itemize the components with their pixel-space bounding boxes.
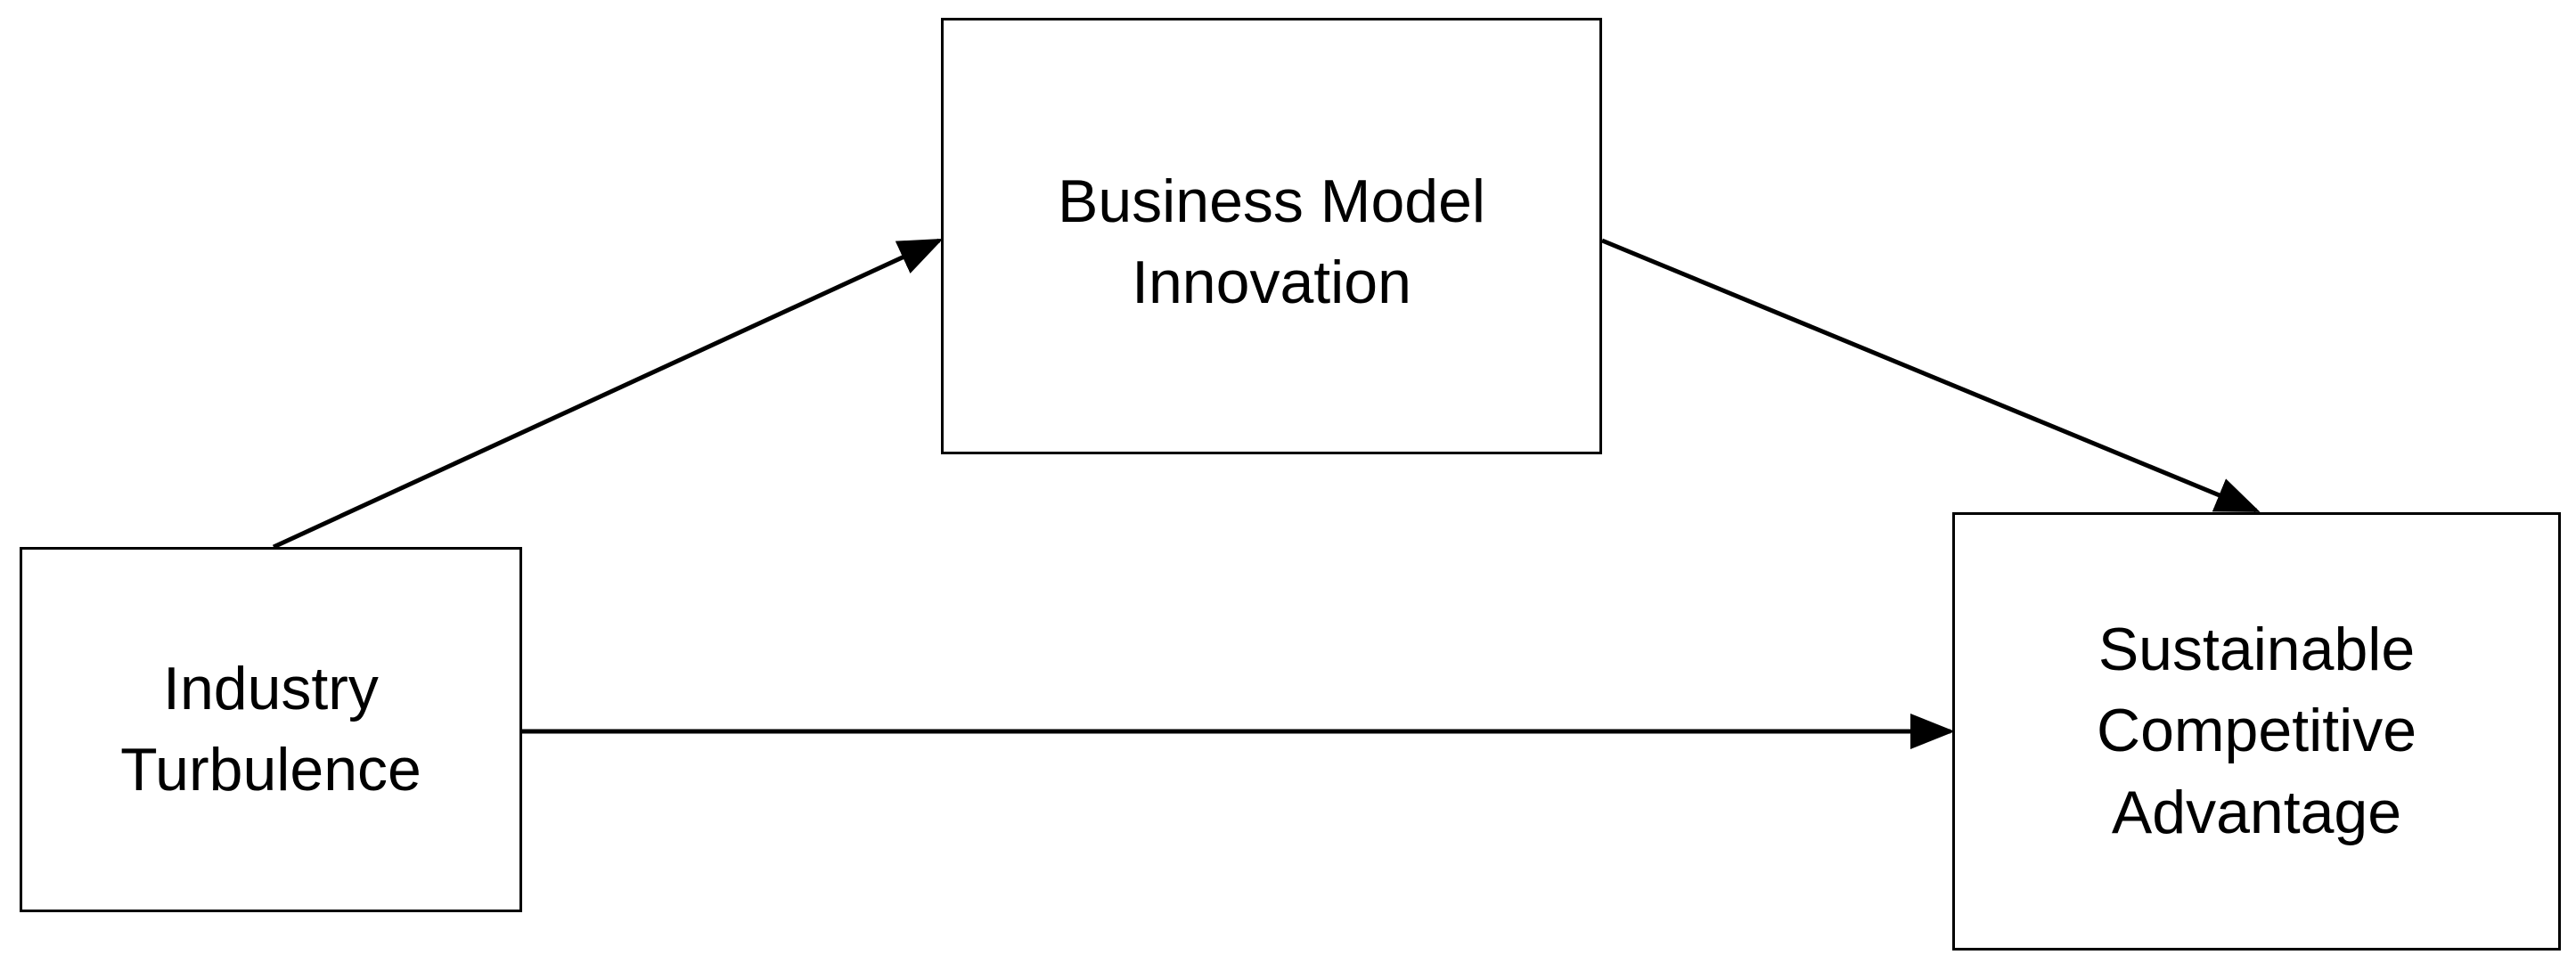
business-model-innovation-box: Business Model Innovation [941,18,1602,454]
industry-turbulence-line-1: Industry [163,654,379,722]
business-model-innovation-line-2: Innovation [1132,249,1411,317]
sustainable-competitive-advantage-line-3: Advantage [2111,778,2402,846]
industry-turbulence-label: Industry Turbulence [120,649,421,811]
arrow-bmi-to-sca [1601,238,2261,513]
business-model-innovation-line-1: Business Model [1057,167,1486,235]
industry-turbulence-box: Industry Turbulence [20,547,522,912]
sustainable-competitive-advantage-box: Sustainable Competitive Advantage [1952,512,2561,951]
sustainable-competitive-advantage-line-1: Sustainable [2098,616,2416,684]
industry-turbulence-line-2: Turbulence [120,736,421,804]
sustainable-competitive-advantage-label: Sustainable Competitive Advantage [2097,609,2417,853]
arrow-industry-to-bmi [272,238,944,550]
sustainable-competitive-advantage-line-2: Competitive [2096,697,2417,765]
business-model-innovation-label: Business Model Innovation [1058,161,1485,323]
